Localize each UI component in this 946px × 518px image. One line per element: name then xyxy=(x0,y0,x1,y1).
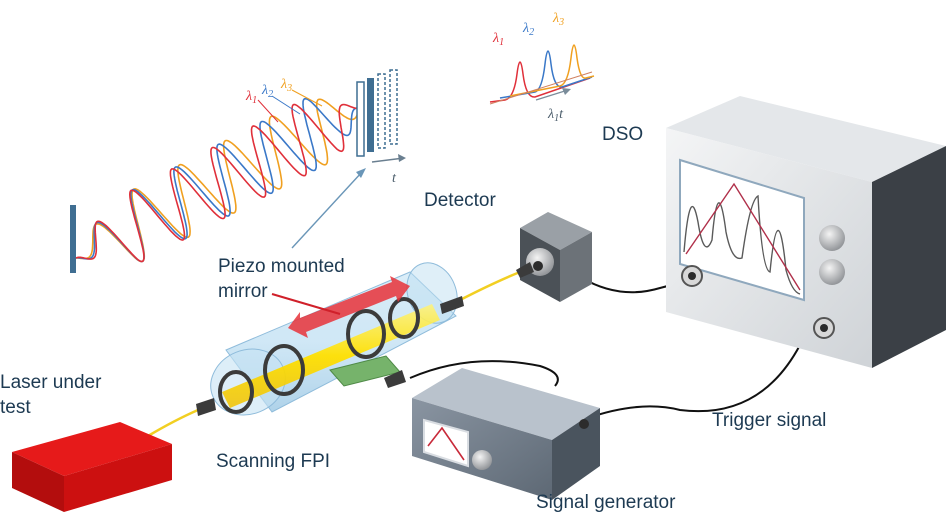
dso-label: DSO xyxy=(602,124,643,145)
wave-lambda1 xyxy=(75,103,361,263)
wave-lambda3-label: λ3 xyxy=(280,77,292,94)
oscilloscope-icon xyxy=(666,96,946,368)
fiber-connector-icon xyxy=(440,296,464,314)
wave-lambda2-label: λ2 xyxy=(261,83,273,100)
mirror-icon xyxy=(218,370,254,414)
laser-fiber xyxy=(147,408,199,438)
laser-label-line2: test xyxy=(0,397,31,418)
spectrum-baseline xyxy=(489,71,593,105)
dso-knob[interactable] xyxy=(819,259,845,285)
laser-box-icon xyxy=(12,422,172,512)
piezo-label-line2: mirror xyxy=(218,281,268,302)
laser-label: Laser under xyxy=(0,372,102,393)
siggen-knob[interactable] xyxy=(472,450,492,470)
spectrum-lambda2-label: λ2 xyxy=(522,21,534,38)
mirror-to-wave-pointer xyxy=(291,171,363,249)
spectrum-time-arrow xyxy=(535,89,569,101)
fpi-label: Scanning FPI xyxy=(216,451,330,472)
scan-mirror-bar xyxy=(377,73,386,149)
dso-knob[interactable] xyxy=(819,225,845,251)
spectrum-lambda3-label: λ3 xyxy=(552,11,564,28)
wave-train: t λ1 λ2 λ3 xyxy=(70,69,406,273)
scan-mirror-bar xyxy=(356,81,365,157)
dso-trace-ramp xyxy=(685,182,801,291)
signal-generator-icon xyxy=(412,368,600,500)
spectrum-time-label: λ1t xyxy=(547,107,564,124)
fpi-cylinder-icon xyxy=(196,262,464,416)
siggen-output-port xyxy=(579,419,589,429)
spectrum-lambda1-label: λ1 xyxy=(492,31,504,48)
detector-icon xyxy=(516,212,592,302)
scan-mirror-bar xyxy=(389,69,398,145)
dso-trace-signal xyxy=(683,194,801,295)
trigger-label: Trigger signal xyxy=(712,410,826,431)
siggen-screen xyxy=(423,418,469,468)
fpi-to-detector-fiber xyxy=(459,270,521,302)
mirror-icon xyxy=(346,309,386,359)
gen-to-fpi-cable xyxy=(409,360,559,387)
spectrum-inset: λ1 λ2 λ3 λ1t xyxy=(489,11,595,124)
mirror-icon xyxy=(388,297,420,339)
piezo-pointer xyxy=(271,292,341,316)
dso-screen xyxy=(679,158,805,302)
fiber-connector-icon xyxy=(384,370,406,388)
siggen-ramp-trace xyxy=(427,426,465,461)
detector-label: Detector xyxy=(424,190,496,211)
fiber-connector-icon xyxy=(196,398,216,416)
wave-start-mirror xyxy=(70,205,76,273)
wave-time-label: t xyxy=(392,171,397,186)
siggen-label: Signal generator xyxy=(536,492,676,513)
mirror-icon xyxy=(263,344,305,396)
piezo-label: Piezo mounted xyxy=(218,256,345,277)
scan-mirror-bar xyxy=(367,78,374,152)
fiber-connector-icon xyxy=(516,262,534,278)
wave-lambda1-label: λ1 xyxy=(245,89,257,106)
piezo-motion-arrow xyxy=(288,276,410,338)
